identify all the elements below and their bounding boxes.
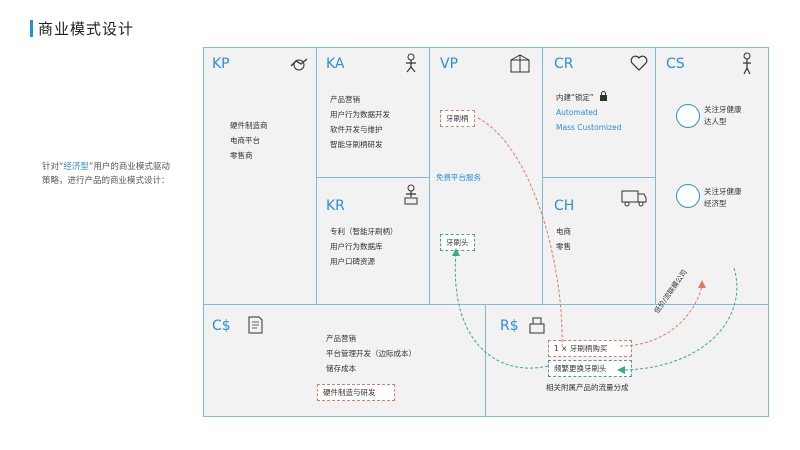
cs-segment-line: 经济型 <box>704 199 727 208</box>
worker-box-icon <box>404 184 418 205</box>
grid-line <box>542 177 655 178</box>
ka-item: 软件开发与维护 <box>330 125 383 134</box>
vp-code: VP <box>440 56 459 72</box>
kp-code: KP <box>212 56 230 72</box>
cr-item: 内建“锁定” <box>556 90 621 105</box>
cs-segment-2: 关注牙健康 经济型 <box>704 186 742 210</box>
revenue-code: R$ <box>500 318 519 334</box>
cr-blue-item: Automated <box>556 108 598 117</box>
grid-line <box>316 177 429 178</box>
kp-item: 零售商 <box>230 151 253 160</box>
vp-free-service: 免费平台服务 <box>436 173 481 182</box>
kp-item: 硬件制造商 <box>230 121 268 130</box>
cs-segment-1: 关注牙健康 达人型 <box>704 104 742 128</box>
side-note-highlight: 经济型 <box>63 162 89 172</box>
cost-code: C$ <box>212 318 231 334</box>
customer-avatar <box>676 104 700 128</box>
revenue-handle-box: 1 × 牙刷柄购买 <box>548 340 632 357</box>
document-icon <box>248 316 263 334</box>
grid-line <box>485 304 486 416</box>
side-note: 针对“经济型”用户的商业模式驱动策略，进行产品的商业模式设计： <box>42 160 177 188</box>
cost-item: 产品营销 <box>326 334 356 343</box>
flow-arrows <box>452 117 738 374</box>
ka-item: 产品营销 <box>330 95 360 104</box>
cost-boxed-item: 硬件制造与研发 <box>317 384 395 401</box>
cs-code: CS <box>666 56 685 72</box>
grid-line <box>204 304 768 305</box>
side-note-prefix: 针对“ <box>42 162 64 172</box>
grid-line <box>542 48 543 304</box>
cash-register-icon <box>529 317 545 334</box>
ch-item: 零售 <box>556 242 571 251</box>
cr-items: 内建“锁定” Automated Mass Customized <box>556 90 621 135</box>
ch-item: 电商 <box>556 227 571 236</box>
ka-item: 用户行为数据开发 <box>330 110 390 119</box>
truck-icon <box>621 190 647 207</box>
title-accent-bar <box>30 20 33 37</box>
gift-box-icon <box>510 54 530 73</box>
cost-item: 储存成本 <box>326 364 356 373</box>
ch-items: 电商 零售 <box>556 224 571 254</box>
kr-item: 用户行为数据库 <box>330 242 383 251</box>
kr-item: 专利（智能牙刷柄） <box>330 227 398 236</box>
grid-line <box>655 48 656 304</box>
revenue-head-box: 频繁更换牙刷头 <box>548 360 632 377</box>
customer-avatar <box>676 184 700 208</box>
ka-item: 智能牙刷柄研发 <box>330 140 383 149</box>
grid-line <box>429 48 430 304</box>
person-icon <box>743 52 751 75</box>
page-title: 商业模式设计 <box>38 20 135 38</box>
lock-icon <box>600 91 608 101</box>
ch-code: CH <box>554 198 575 214</box>
cs-segment-line: 关注牙健康 <box>704 105 742 114</box>
kr-item: 用户口碑资源 <box>330 257 375 266</box>
cost-item: 平台管理开发（边际成本） <box>326 349 416 358</box>
cost-items: 产品营销 平台管理开发（边际成本） 储存成本 <box>326 331 416 376</box>
cs-segment-line: 关注牙健康 <box>704 187 742 196</box>
worker-icon <box>406 53 416 73</box>
kr-items: 专利（智能牙刷柄） 用户行为数据库 用户口碑资源 <box>330 224 398 269</box>
cr-code: CR <box>554 56 574 72</box>
vp-handle-box: 牙刷柄 <box>440 110 475 127</box>
kp-items: 硬件制造商 电商平台 零售商 <box>230 118 268 163</box>
revenue-note: 相关附属产品的流量分成 <box>546 383 629 392</box>
side-note-suffix: ”用户的商业模式驱动策略，进行产品的商业模式设计： <box>42 162 170 186</box>
cs-segment-line: 达人型 <box>704 117 727 126</box>
cr-blue-item: Mass Customized <box>556 123 622 132</box>
heart-icon <box>630 55 648 71</box>
kr-code: KR <box>326 198 345 214</box>
grid-line <box>316 48 317 304</box>
business-model-canvas: KP 硬件制造商 电商平台 零售商 KA 产品营销 用户行为数据开发 软件开发与… <box>203 47 769 417</box>
ka-items: 产品营销 用户行为数据开发 软件开发与维护 智能牙刷柄研发 <box>330 92 390 152</box>
kp-item: 电商平台 <box>230 136 260 145</box>
handshake-icon <box>290 58 308 71</box>
ka-code: KA <box>326 56 345 72</box>
